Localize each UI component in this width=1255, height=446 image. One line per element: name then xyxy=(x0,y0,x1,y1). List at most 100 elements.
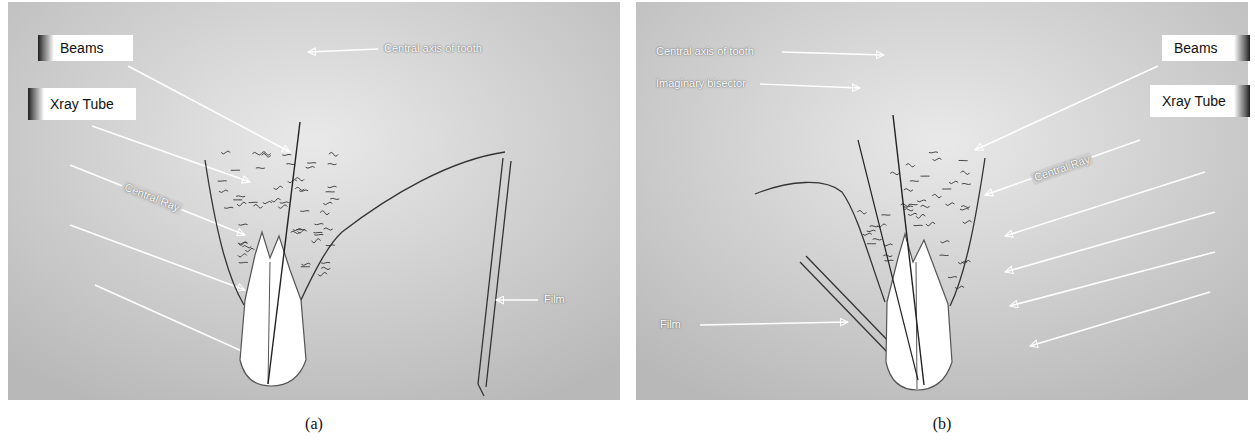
bone-texture-stroke xyxy=(318,272,327,275)
bone-texture-stroke xyxy=(295,178,304,181)
bone-texture-stroke xyxy=(280,202,289,203)
beam-arrow xyxy=(1010,252,1215,306)
beam-arrow xyxy=(95,285,262,360)
bone-texture-stroke xyxy=(906,164,915,167)
bone-texture-stroke xyxy=(274,186,283,189)
bone-texture-stroke xyxy=(282,154,291,155)
bone-texture-stroke xyxy=(254,205,263,209)
label-box: Beams xyxy=(1162,35,1250,61)
bone-texture-stroke xyxy=(901,204,910,207)
label-box: Beams xyxy=(38,35,133,61)
bone-texture-stroke xyxy=(961,171,970,174)
bone-texture-stroke xyxy=(921,176,930,177)
bone-texture-stroke xyxy=(932,158,941,160)
bone-texture-stroke xyxy=(301,263,310,265)
bone-texture-stroke xyxy=(916,214,925,218)
bone-texture-stroke xyxy=(929,152,938,153)
bone-texture-stroke xyxy=(961,206,970,208)
bone-texture-stroke xyxy=(873,239,882,240)
bone-texture-stroke xyxy=(910,180,919,182)
bone-texture-stroke xyxy=(218,180,227,181)
bone-texture-stroke xyxy=(890,172,899,175)
bone-texture-stroke xyxy=(293,228,302,230)
panel-caption: (b) xyxy=(933,415,952,433)
bone-texture-stroke xyxy=(278,205,287,208)
bone-texture-stroke xyxy=(945,203,954,206)
part-label: Central axis of tooth xyxy=(384,42,482,55)
bone-texture-stroke xyxy=(883,255,892,257)
bone-texture-stroke xyxy=(295,187,304,190)
bone-texture-stroke xyxy=(245,248,254,251)
bone-texture-stroke xyxy=(263,201,272,203)
bone-texture-stroke xyxy=(239,242,248,245)
panel-ground xyxy=(636,2,1248,400)
film xyxy=(478,158,511,396)
part-label: Central axis of tooth xyxy=(656,45,754,58)
leader-lines xyxy=(700,52,884,325)
bone-texture-stroke xyxy=(329,152,338,156)
bone-texture-stroke xyxy=(940,241,949,243)
bone-texture-stroke xyxy=(958,261,967,264)
bone-texture-stroke xyxy=(962,183,971,184)
panel-caption: (a) xyxy=(305,415,323,433)
bone-texture-stroke xyxy=(963,220,972,223)
bone-texture-stroke xyxy=(326,191,335,192)
bone-texture-stroke xyxy=(326,244,335,246)
tooth-axis xyxy=(893,115,924,385)
bone-texture-stroke xyxy=(237,202,246,206)
bone-texture-stroke xyxy=(239,262,248,264)
bone-texture-stroke xyxy=(940,255,949,257)
bone-texture-stroke xyxy=(301,266,310,267)
beam-arrow xyxy=(1030,292,1210,346)
box-label: Beams xyxy=(1174,40,1218,56)
part-label: Film xyxy=(544,293,565,306)
bone-texture-stroke xyxy=(256,167,265,169)
beam-arrow xyxy=(92,126,250,182)
bone-texture-stroke xyxy=(921,205,930,207)
bone-texture-stroke xyxy=(942,188,951,189)
bone-texture-stroke xyxy=(863,233,872,235)
tooth xyxy=(240,232,306,386)
bone-texture-stroke xyxy=(932,194,941,197)
bone-texture-stroke xyxy=(881,214,890,215)
box-label: Xray Tube xyxy=(50,96,114,112)
bone-texture-stroke xyxy=(307,162,316,163)
bone-texture-stroke xyxy=(960,208,969,210)
leader-line xyxy=(700,322,848,325)
leader-line xyxy=(308,49,378,52)
bone-texture-stroke xyxy=(231,170,240,171)
bone-texture-stroke xyxy=(320,211,329,215)
bone-texture-stroke xyxy=(242,246,251,248)
bone-texture-stroke xyxy=(300,210,309,212)
bone-texture-stroke xyxy=(312,239,321,243)
bone-texture-stroke xyxy=(955,286,964,289)
bone-texture-stroke xyxy=(867,243,876,244)
film-tip xyxy=(478,384,484,396)
bone-texture-stroke xyxy=(867,230,876,232)
film-edge xyxy=(486,161,511,387)
bone-texture-stroke xyxy=(909,204,918,206)
bone-texture-stroke xyxy=(238,254,247,257)
bone-texture-stroke xyxy=(328,186,337,188)
beam-arrow xyxy=(975,66,1158,150)
part-label: Film xyxy=(660,318,681,331)
bone-texture-stroke xyxy=(917,200,926,202)
bone-texture-stroke xyxy=(314,224,323,225)
tooth xyxy=(886,234,952,390)
bone-texture-stroke xyxy=(313,232,322,233)
box-label: Xray Tube xyxy=(1162,93,1226,109)
beam-arrow xyxy=(1005,212,1215,272)
bone-texture-stroke xyxy=(949,181,958,184)
bone-texture-stroke xyxy=(262,152,271,155)
bone-texture-stroke xyxy=(328,163,337,164)
bone-texture-stroke xyxy=(249,202,258,203)
bone-texture-stroke xyxy=(870,226,879,227)
bone-texture-stroke xyxy=(858,210,867,213)
leader-line xyxy=(782,52,884,55)
bone-texture-stroke xyxy=(323,202,332,205)
bone-texture-stroke xyxy=(914,225,923,226)
bone-texture-stroke xyxy=(926,222,935,225)
bone-texture-stroke xyxy=(330,198,339,199)
bone-texture-stroke xyxy=(286,164,295,165)
